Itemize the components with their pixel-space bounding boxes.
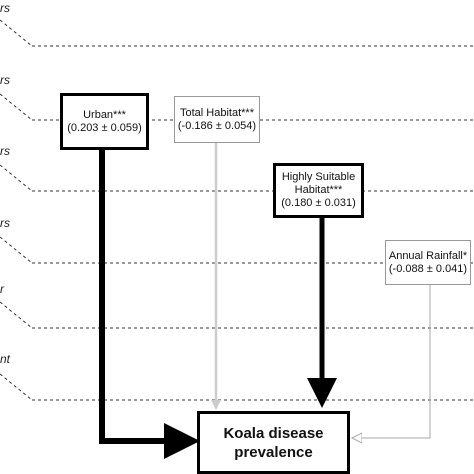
row-label-2: rs (0, 73, 10, 87)
urban-label: Urban*** (83, 108, 126, 121)
highly-suitable-habitat-label-line1: Highly Suitable (281, 171, 356, 183)
row-separator-6 (0, 373, 474, 401)
arrow-urban (99, 150, 200, 459)
row-label-4: rs (0, 216, 10, 230)
outcome-line2: prevalence (234, 443, 313, 461)
urban-effect: (0.203 ± 0.059) (67, 121, 142, 134)
highly-suitable-habitat-label-line2: Habitat*** (294, 184, 343, 196)
outcome-line1: Koala disease (223, 424, 324, 442)
koala-disease-prevalence-box: Koala disease prevalence (197, 411, 350, 474)
annual-rainfall-effect: (-0.088 ± 0.041) (388, 262, 468, 275)
highly-suitable-habitat-effect: (0.180 ± 0.031) (281, 197, 356, 209)
row-separator-3 (0, 164, 474, 192)
row-separator-5 (0, 301, 474, 329)
annual-rainfall-box: Annual Rainfall* (-0.088 ± 0.041) (385, 240, 471, 285)
row-label-5: r (0, 282, 4, 296)
row-label-6: nt (0, 352, 11, 366)
arrow-annual-rainfall (352, 285, 431, 438)
row-label-1: rs (0, 1, 10, 15)
total-habitat-effect: (-0.186 ± 0.054) (177, 119, 257, 132)
row-label-3: rs (0, 144, 10, 158)
row-separator-1 (0, 19, 474, 47)
total-habitat-box: Total Habitat*** (-0.186 ± 0.054) (174, 96, 260, 143)
urban-box: Urban*** (0.203 ± 0.059) (60, 93, 149, 150)
total-habitat-label: Total Habitat*** (180, 106, 254, 119)
highly-suitable-habitat-box: Highly Suitable Habitat*** (0.180 ± 0.03… (273, 163, 364, 218)
annual-rainfall-label: Annual Rainfall* (388, 249, 468, 262)
